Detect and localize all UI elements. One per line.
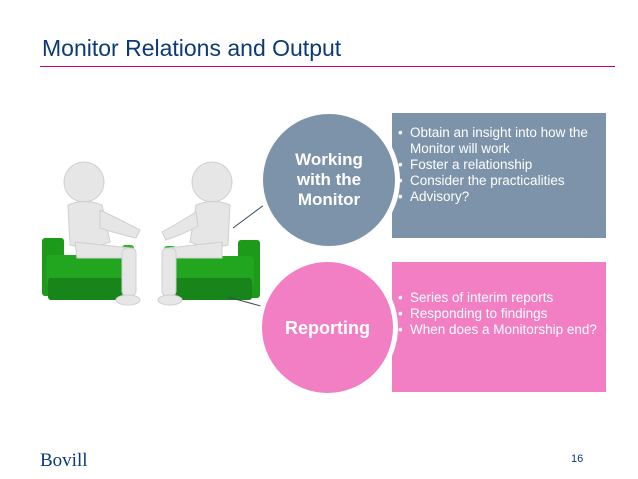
title-divider	[40, 66, 615, 67]
page-number: 16	[571, 453, 584, 465]
working-with-monitor-bullets: Obtain an insight into how the Monitor w…	[396, 125, 598, 205]
working-with-monitor-circle: Working with the Monitor	[258, 109, 400, 251]
working-with-monitor-box: Obtain an insight into how the Monitor w…	[392, 113, 606, 238]
left-figure	[63, 161, 141, 306]
bullet-item: Advisory?	[396, 189, 598, 205]
bullet-item: Obtain an insight into how the Monitor w…	[396, 125, 598, 157]
slide-title: Monitor Relations and Output	[42, 35, 342, 61]
bullet-item: Foster a relationship	[396, 157, 598, 173]
right-figure	[157, 161, 233, 306]
reporting-circle: Reporting	[257, 257, 398, 398]
bovill-logo: Bovill	[40, 450, 88, 471]
bullet-item: Series of interim reports	[396, 290, 598, 306]
working-with-monitor-heading: Working with the Monitor	[295, 150, 363, 209]
bullet-item: Responding to findings	[396, 306, 598, 322]
bullet-item: Consider the practicalities	[396, 173, 598, 189]
reporting-box: Series of interim reports Responding to …	[392, 262, 606, 392]
reporting-bullets: Series of interim reports Responding to …	[396, 290, 598, 338]
two-figures-in-chairs-illustration	[42, 161, 260, 306]
reporting-heading: Reporting	[285, 317, 370, 338]
bullet-item: When does a Monitorship end?	[396, 322, 598, 338]
